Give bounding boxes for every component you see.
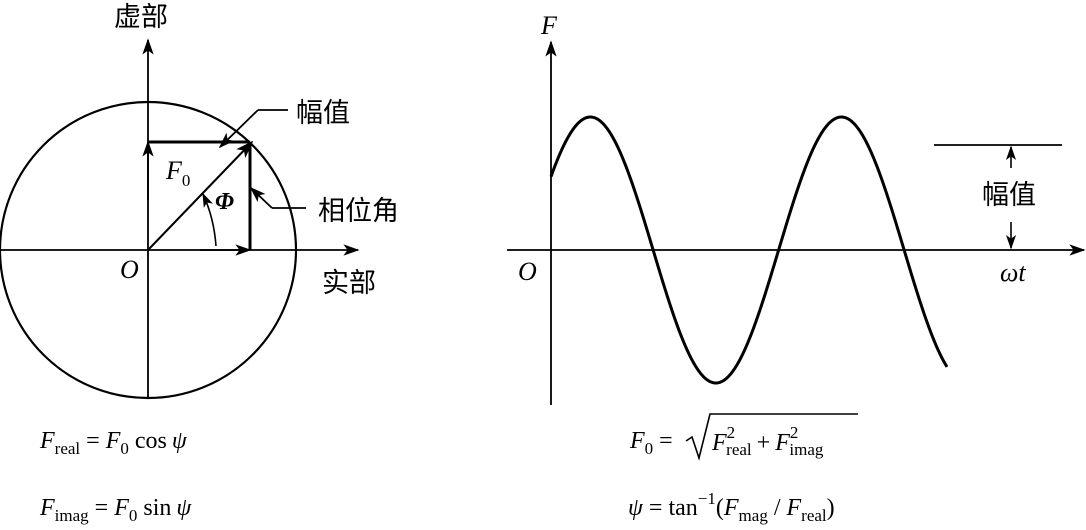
sine-wave (549, 115, 949, 385)
amplitude-label-left: 幅值 (296, 98, 350, 129)
equation-phase-angle: ψ=tan−1(Fmag/Freal) (628, 489, 835, 525)
vector-label: F0 (165, 156, 190, 190)
real-axis-label: 实部 (322, 268, 376, 299)
phasor-plane (0, 38, 360, 400)
phase-angle-arc (202, 192, 217, 247)
waveform-plot (507, 40, 1086, 405)
x-axis-label: ωt (1000, 258, 1026, 287)
sqrt-radical (685, 413, 858, 461)
phase-angle-label: 相位角 (318, 196, 399, 227)
phase-leader-arrow (249, 186, 273, 209)
angle-symbol: Φ (215, 189, 234, 215)
phasor-vector (147, 140, 254, 251)
origin-label-right: O (518, 257, 537, 286)
imag-axis-label: 虚部 (114, 2, 168, 33)
y-axis-label: F (540, 11, 558, 40)
amplitude-leader-arrow (218, 109, 259, 149)
svg-text:F0=: F0= (629, 428, 673, 458)
origin-label-left: O (120, 255, 139, 284)
amplitude-label-right: 幅值 (982, 180, 1036, 211)
